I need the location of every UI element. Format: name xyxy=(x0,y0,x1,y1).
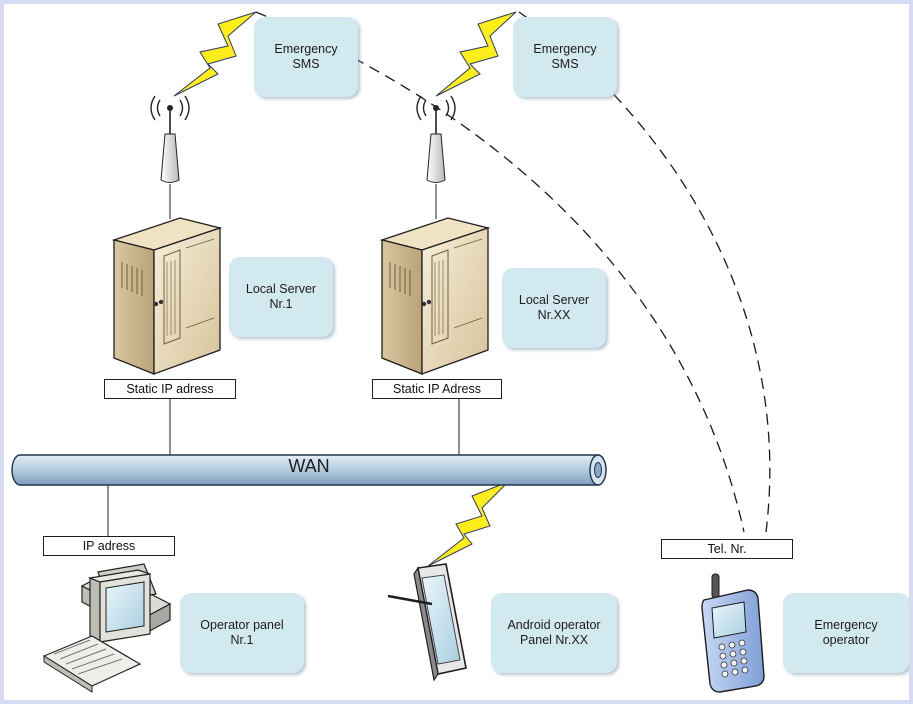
callout-line: Android operator xyxy=(507,618,601,632)
wan-label: WAN xyxy=(288,456,330,476)
callout-local-server-xx: Local Server Nr.XX xyxy=(502,268,606,348)
mobile-phone-icon xyxy=(701,573,765,693)
callout-line: Emergency xyxy=(274,42,338,56)
antenna-icon-1 xyxy=(150,95,190,183)
server-icon-xx xyxy=(379,217,491,375)
callout-line: Operator panel xyxy=(200,618,284,632)
tag-ip-address: IP adress xyxy=(43,536,175,556)
server-icon-1 xyxy=(111,217,223,375)
callout-operator-panel: Operator panel Nr.1 xyxy=(180,593,304,673)
callout-line: Emergency xyxy=(814,618,878,632)
callout-line: Local Server xyxy=(245,282,317,296)
callout-line: Local Server xyxy=(518,293,590,307)
lightning-icon-2 xyxy=(435,11,517,97)
wan-pipe xyxy=(11,454,607,486)
desktop-computer-icon xyxy=(42,563,172,693)
tag-static-ip-1: Static IP adress xyxy=(104,379,236,399)
antenna-icon-xx xyxy=(416,95,456,183)
callout-local-server-1: Local Server Nr.1 xyxy=(229,257,333,337)
lightning-icon-3 xyxy=(427,481,509,567)
callout-line: Panel Nr.XX xyxy=(519,633,589,647)
lightning-icon-1 xyxy=(173,11,257,97)
callout-line: Nr.1 xyxy=(269,297,293,311)
callout-line: Nr.XX xyxy=(537,308,571,322)
callout-emergency-operator: Emergency operator xyxy=(783,593,909,673)
callout-line: Emergency xyxy=(533,42,597,56)
callout-line: Nr.1 xyxy=(230,633,254,647)
network-diagram xyxy=(11,11,771,693)
callout-line: SMS xyxy=(551,57,579,71)
callout-android-panel: Android operator Panel Nr.XX xyxy=(491,593,617,673)
callout-emergency-sms-2: Emergency SMS xyxy=(513,17,617,97)
callout-emergency-sms-1: Emergency SMS xyxy=(254,17,358,97)
tag-tel-nr: Tel. Nr. xyxy=(661,539,793,559)
callout-line: SMS xyxy=(292,57,320,71)
callout-line: operator xyxy=(822,633,870,647)
tag-static-ip-2: Static IP Adress xyxy=(372,379,502,399)
tablet-icon xyxy=(387,563,467,682)
